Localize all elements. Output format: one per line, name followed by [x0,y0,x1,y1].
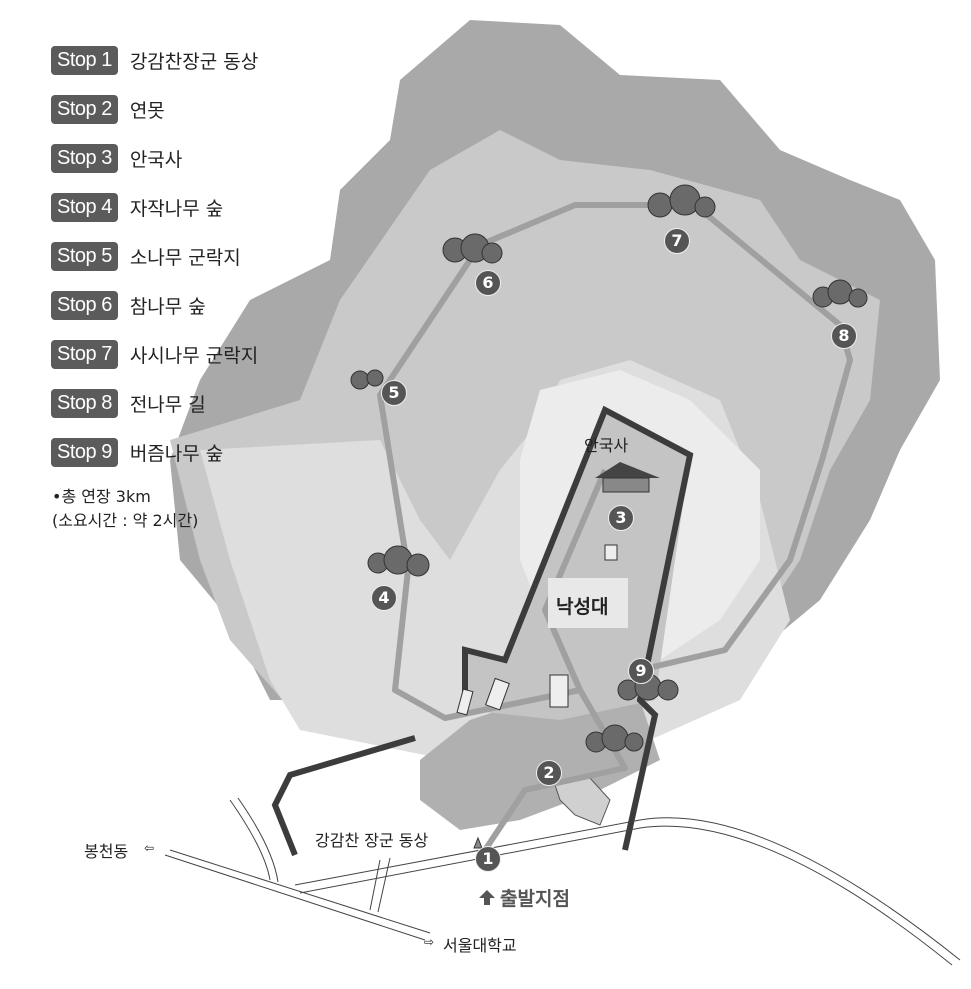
temple-icon [595,462,660,493]
tree-icons [350,184,868,753]
stop-label: 연못 [129,100,165,122]
legend-item: Stop 7 사시나무 군락지 [51,330,258,379]
stop-label: 소나무 군락지 [129,247,241,269]
stop-label: 버즘나무 숲 [129,443,224,465]
stop-badge: Stop 2 [51,95,118,124]
stop-badge: Stop 4 [51,193,118,222]
stop-marker-1[interactable]: 1 [475,846,501,872]
legend-item: Stop 9 버즘나무 숲 [51,428,258,477]
stop-label: 안국사 [129,149,183,171]
fortress-label: 낙성대 [556,596,609,618]
stop-marker-2[interactable]: 2 [536,760,562,786]
stop-marker-3[interactable]: 3 [608,505,634,531]
southeast-direction-label: 서울대학교 [443,936,517,955]
stop-marker-4[interactable]: 4 [371,585,397,611]
legend-item: Stop 3 안국사 [51,134,258,183]
stop-label: 참나무 숲 [129,296,206,318]
legend-item: Stop 5 소나무 군락지 [51,232,258,281]
arrow-left-icon: ⇦ [144,841,155,855]
legend-item: Stop 4 자작나무 숲 [51,183,258,232]
total-length: •총 연장 3km [52,487,151,506]
stop-badge: Stop 9 [51,438,118,467]
stop-marker-9[interactable]: 9 [628,658,654,684]
buildings [456,544,628,716]
stop-badge: Stop 7 [51,340,118,369]
west-direction-label: 봉천동 [84,842,129,861]
fortress-wall-west [271,735,416,857]
start-label: 출발지점 [500,888,570,910]
stop-label: 강감찬장군 동상 [129,51,259,73]
stops-legend: Stop 1 강감찬장군 동상 Stop 2 연못 Stop 3 안국사 Stop 4… [51,36,258,477]
arrow-right-icon: ⇨ [424,935,435,949]
stop-marker-6[interactable]: 6 [475,270,501,296]
stop-badge: Stop 1 [51,46,118,75]
stop-badge: Stop 8 [51,389,118,418]
statue-icon [473,836,483,849]
stop-badge: Stop 3 [51,144,118,173]
statue-label: 강감찬 장군 동상 [315,831,429,850]
stop-badge: Stop 6 [51,291,118,320]
legend-item: Stop 1 강감찬장군 동상 [51,36,258,85]
legend-item: Stop 2 연못 [51,85,258,134]
stop-label: 자작나무 숲 [129,198,224,220]
duration: (소요시간 : 약 2시간) [52,511,199,530]
stop-marker-7[interactable]: 7 [664,228,690,254]
stop-marker-8[interactable]: 8 [831,323,857,349]
legend-item: Stop 6 참나무 숲 [51,281,258,330]
stop-marker-5[interactable]: 5 [381,380,407,406]
stop-label: 사시나무 군락지 [129,345,259,367]
start-arrow-icon [479,890,495,905]
fortress-wall [462,405,694,851]
roads [164,797,961,966]
stop-badge: Stop 5 [51,242,118,271]
stop-label: 전나무 길 [129,394,206,416]
temple-label: 안국사 [584,436,629,455]
legend-item: Stop 8 전나무 길 [51,379,258,428]
